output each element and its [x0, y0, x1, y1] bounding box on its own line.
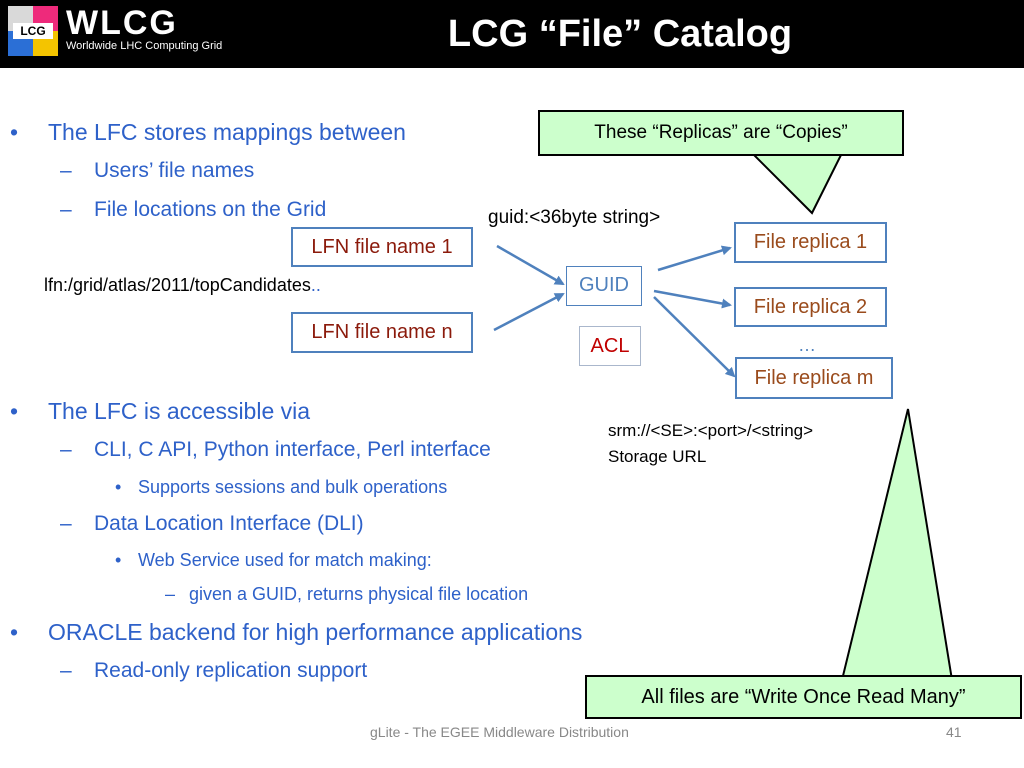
- bullet-3-sub-1-text: Read-only replication support: [94, 659, 368, 682]
- bullet-1-sub-2-text: File locations on the Grid: [94, 198, 327, 221]
- wlcg-tagline: Worldwide LHC Computing Grid: [66, 40, 223, 52]
- arrow-lfnn-guid: [493, 292, 565, 332]
- lfn-file-name-1-box: LFN file name 1: [291, 227, 473, 267]
- footer-text: gLite - The EGEE Middleware Distribution: [370, 724, 629, 740]
- bullet-1: • The LFC stores mappings between: [10, 118, 406, 146]
- logo-letters: LCG: [13, 23, 53, 39]
- lfn-path-text: lfn:/grid/atlas/2011/topCandidates: [44, 275, 311, 295]
- bullet-2-sub-1-sub-1-text: Supports sessions and bulk operations: [138, 477, 448, 497]
- storage-url-label: Storage URL: [608, 447, 707, 466]
- guid-box: GUID: [566, 266, 642, 306]
- bullet-2-sub-2: –Data Location Interface (DLI): [60, 512, 364, 535]
- file-replica-1-box: File replica 1: [734, 222, 887, 263]
- arrow-guid-replicam: [653, 296, 736, 378]
- bullet-2-sub-2-sub-1-sub-1: –given a GUID, returns physical file loc…: [165, 584, 529, 604]
- bullet-3-sub-1: –Read-only replication support: [60, 659, 368, 682]
- page-number: 41: [946, 724, 962, 740]
- bullet-dot: •: [10, 119, 19, 145]
- arrow-guid-replica1: [657, 245, 732, 272]
- worm-callout: All files are “Write Once Read Many”: [585, 675, 1022, 719]
- lcg-logo: LCG: [8, 6, 58, 56]
- lfn-path-suffix: ..: [310, 275, 321, 295]
- arrow-lfn1-guid: [496, 244, 565, 286]
- file-replica-m-box: File replica m: [735, 357, 893, 399]
- guid-format-label: guid:<36byte string>: [488, 207, 661, 228]
- bullet-1-text: The LFC stores mappings between: [48, 119, 406, 145]
- replicas-callout: These “Replicas” are “Copies”: [538, 110, 904, 156]
- bullet-3: •ORACLE backend for high performance app…: [10, 619, 583, 645]
- bullet-2-sub-2-sub-1: •Web Service used for match making:: [115, 550, 432, 570]
- bullet-2-sub-1: –CLI, C API, Python interface, Perl inte…: [60, 438, 491, 461]
- lfn-path-label: lfn:/grid/atlas/2011/topCandidates..: [44, 274, 321, 296]
- bullet-2-sub-1-sub-1: •Supports sessions and bulk operations: [115, 477, 448, 497]
- bullet-1-sub-1-text: Users’ file names: [94, 159, 255, 182]
- arrow-guid-replica2: [653, 289, 732, 309]
- replica-ellipsis: …: [798, 335, 816, 355]
- bottom-callout-spike: [840, 408, 954, 681]
- bullet-3-text: ORACLE backend for high performance appl…: [48, 619, 583, 645]
- bullet-2-sub-2-sub-1-text: Web Service used for match making:: [138, 550, 432, 570]
- slide-title: LCG “File” Catalog: [447, 13, 793, 55]
- bullet-2-sub-2-sub-1-sub-1-text: given a GUID, returns physical file loca…: [189, 584, 529, 604]
- bullet-2: •The LFC is accessible via: [10, 398, 311, 424]
- lfn-file-name-n-box: LFN file name n: [291, 312, 473, 353]
- bullet-1-sub-2: –File locations on the Grid: [60, 198, 327, 221]
- bullet-1-sub-1: –Users’ file names: [60, 159, 255, 182]
- top-callout-pointer: [749, 152, 844, 215]
- bullet-2-text: The LFC is accessible via: [48, 398, 311, 424]
- title-bar: LCG WLCG Worldwide LHC Computing Grid LC…: [0, 0, 1024, 68]
- bullet-2-sub-1-text: CLI, C API, Python interface, Perl inter…: [94, 438, 491, 461]
- acl-box: ACL: [579, 326, 641, 366]
- srm-format-label: srm://<SE>:<port>/<string>: [608, 421, 814, 440]
- bullet-2-sub-2-text: Data Location Interface (DLI): [94, 512, 364, 535]
- file-replica-2-box: File replica 2: [734, 287, 887, 327]
- wlcg-brand: WLCG: [66, 4, 178, 42]
